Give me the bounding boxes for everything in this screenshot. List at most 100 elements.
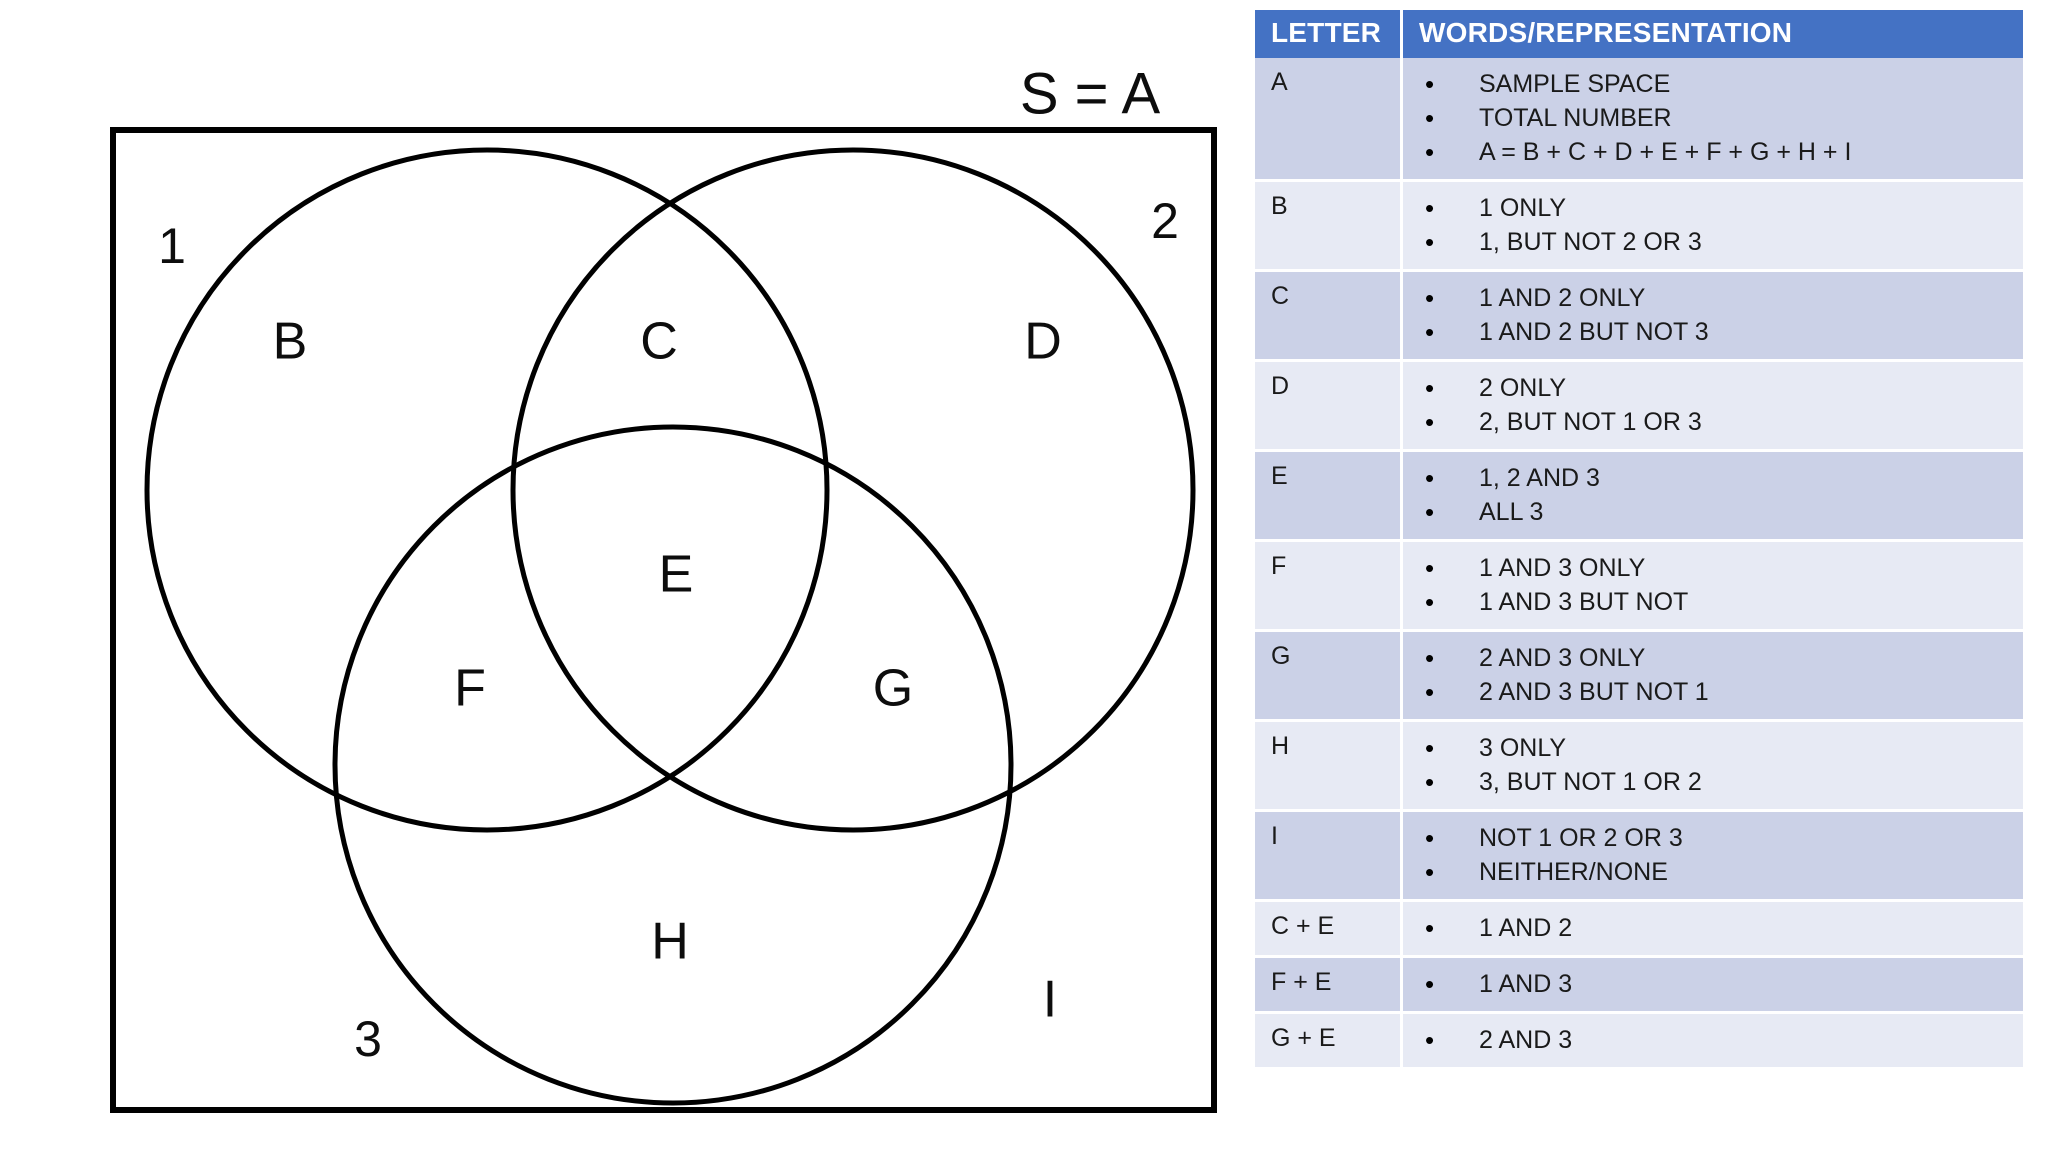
words-cell: SAMPLE SPACETOTAL NUMBERA = B + C + D + … <box>1403 58 2023 182</box>
words-bullet-list: SAMPLE SPACETOTAL NUMBERA = B + C + D + … <box>1403 58 2023 179</box>
region-label-c: C <box>640 313 678 371</box>
words-bullet-list: 1 AND 2 <box>1403 902 2023 955</box>
letter-cell: G + E <box>1255 1014 1403 1070</box>
legend-table-panel: LETTER WORDS/REPRESENTATION A SAMPLE SPAC… <box>1255 10 2023 1152</box>
list-item: 1, 2 AND 3 <box>1403 461 2023 495</box>
list-item: TOTAL NUMBER <box>1403 101 2023 135</box>
letter-value: G <box>1271 642 1291 670</box>
letter-cell: H <box>1255 722 1403 812</box>
region-label-g: G <box>873 660 913 718</box>
letter-cell: C <box>1255 272 1403 362</box>
table-row: D 2 ONLY2, BUT NOT 1 OR 3 <box>1255 362 2023 452</box>
list-item: 1 AND 2 <box>1403 911 2023 945</box>
list-item: A = B + C + D + E + F + G + H + I <box>1403 135 2023 169</box>
table-row: C + E 1 AND 2 <box>1255 902 2023 958</box>
region-label-f: F <box>454 660 486 718</box>
table-row: B 1 ONLY1, BUT NOT 2 OR 3 <box>1255 182 2023 272</box>
set-number-1: 1 <box>158 218 186 274</box>
list-item: 1 AND 3 BUT NOT <box>1403 585 2023 619</box>
list-item: 1 ONLY <box>1403 191 2023 225</box>
words-cell: NOT 1 OR 2 OR 3NEITHER/NONE <box>1403 812 2023 902</box>
table-row: I NOT 1 OR 2 OR 3NEITHER/NONE <box>1255 812 2023 902</box>
list-item: 1 AND 3 ONLY <box>1403 551 2023 585</box>
letter-value: H <box>1271 732 1290 760</box>
venn-diagram-panel: S = A 1 2 3 B C D E F G H I <box>110 61 1217 1113</box>
words-cell: 1 AND 3 ONLY1 AND 3 BUT NOT <box>1403 542 2023 632</box>
column-header-letter: LETTER <box>1255 10 1403 58</box>
table-row: A SAMPLE SPACETOTAL NUMBERA = B + C + D +… <box>1255 58 2023 182</box>
region-label-d: D <box>1024 313 1062 371</box>
letter-cell: D <box>1255 362 1403 452</box>
letter-value: G + E <box>1271 1024 1336 1052</box>
words-cell: 1 ONLY1, BUT NOT 2 OR 3 <box>1403 182 2023 272</box>
letter-value: I <box>1271 822 1278 850</box>
letter-cell: E <box>1255 452 1403 542</box>
list-item: 3, BUT NOT 1 OR 2 <box>1403 765 2023 799</box>
letter-cell: F + E <box>1255 958 1403 1014</box>
venn-diagram-svg: S = A 1 2 3 B C D E F G H I <box>110 61 1217 1113</box>
letter-cell: I <box>1255 812 1403 902</box>
region-label-h: H <box>651 913 689 971</box>
words-bullet-list: 1 AND 2 ONLY1 AND 2 BUT NOT 3 <box>1403 272 2023 359</box>
list-item: NOT 1 OR 2 OR 3 <box>1403 821 2023 855</box>
letter-value: C + E <box>1271 912 1335 940</box>
words-cell: 2 AND 3 ONLY2 AND 3 BUT NOT 1 <box>1403 632 2023 722</box>
legend-header-row: LETTER WORDS/REPRESENTATION <box>1255 10 2023 58</box>
list-item: 1 AND 2 BUT NOT 3 <box>1403 315 2023 349</box>
region-label-b: B <box>273 313 308 371</box>
list-item: SAMPLE SPACE <box>1403 67 2023 101</box>
words-bullet-list: NOT 1 OR 2 OR 3NEITHER/NONE <box>1403 812 2023 899</box>
words-bullet-list: 2 AND 3 <box>1403 1014 2023 1067</box>
letter-cell: A <box>1255 58 1403 182</box>
words-bullet-list: 3 ONLY3, BUT NOT 1 OR 2 <box>1403 722 2023 809</box>
list-item: ALL 3 <box>1403 495 2023 529</box>
column-header-words: WORDS/REPRESENTATION <box>1403 10 2023 58</box>
legend-table-body: A SAMPLE SPACETOTAL NUMBERA = B + C + D +… <box>1255 58 2023 1070</box>
legend-table-head: LETTER WORDS/REPRESENTATION <box>1255 10 2023 58</box>
set-2-circle <box>510 147 1196 833</box>
region-label-e: E <box>659 546 694 604</box>
table-row: C1 AND 2 ONLY1 AND 2 BUT NOT 3 <box>1255 272 2023 362</box>
words-cell: 2 ONLY2, BUT NOT 1 OR 3 <box>1403 362 2023 452</box>
table-row: F + E 1 AND 3 <box>1255 958 2023 1014</box>
words-cell: 1 AND 3 <box>1403 958 2023 1014</box>
list-item: 2 AND 3 <box>1403 1023 2023 1057</box>
words-bullet-list: 2 ONLY2, BUT NOT 1 OR 3 <box>1403 362 2023 449</box>
list-item: 1, BUT NOT 2 OR 3 <box>1403 225 2023 259</box>
letter-value: B <box>1271 192 1288 220</box>
legend-table: LETTER WORDS/REPRESENTATION A SAMPLE SPAC… <box>1255 10 2023 1070</box>
letter-value: D <box>1271 372 1290 400</box>
words-cell: 2 AND 3 <box>1403 1014 2023 1070</box>
list-item: NEITHER/NONE <box>1403 855 2023 889</box>
list-item: 2, BUT NOT 1 OR 3 <box>1403 405 2023 439</box>
list-item: 3 ONLY <box>1403 731 2023 765</box>
letter-value: F <box>1271 552 1287 580</box>
sample-space-title: S = A <box>1020 61 1161 126</box>
letter-cell: G <box>1255 632 1403 722</box>
table-row: F 1 AND 3 ONLY1 AND 3 BUT NOT <box>1255 542 2023 632</box>
words-bullet-list: 1 AND 3 ONLY1 AND 3 BUT NOT <box>1403 542 2023 629</box>
table-row: E 1, 2 AND 3ALL 3 <box>1255 452 2023 542</box>
list-item: 2 AND 3 BUT NOT 1 <box>1403 675 2023 709</box>
list-item: 1 AND 3 <box>1403 967 2023 1001</box>
letter-cell: B <box>1255 182 1403 272</box>
letter-cell: F <box>1255 542 1403 632</box>
table-row: G + E 2 AND 3 <box>1255 1014 2023 1070</box>
words-cell: 1 AND 2 <box>1403 902 2023 958</box>
letter-value: A <box>1271 68 1288 96</box>
set-3-circle <box>332 424 1014 1106</box>
words-cell: 1 AND 2 ONLY1 AND 2 BUT NOT 3 <box>1403 272 2023 362</box>
words-cell: 1, 2 AND 3ALL 3 <box>1403 452 2023 542</box>
words-bullet-list: 2 AND 3 ONLY2 AND 3 BUT NOT 1 <box>1403 632 2023 719</box>
words-bullet-list: 1 ONLY1, BUT NOT 2 OR 3 <box>1403 182 2023 269</box>
words-bullet-list: 1, 2 AND 3ALL 3 <box>1403 452 2023 539</box>
table-row: H 3 ONLY3, BUT NOT 1 OR 2 <box>1255 722 2023 812</box>
list-item: 2 AND 3 ONLY <box>1403 641 2023 675</box>
region-label-i: I <box>1043 971 1057 1029</box>
set-number-3: 3 <box>354 1011 382 1067</box>
list-item: 2 ONLY <box>1403 371 2023 405</box>
letter-cell: C + E <box>1255 902 1403 958</box>
letter-value: E <box>1271 462 1288 490</box>
words-cell: 3 ONLY3, BUT NOT 1 OR 2 <box>1403 722 2023 812</box>
letter-value: F + E <box>1271 968 1332 996</box>
